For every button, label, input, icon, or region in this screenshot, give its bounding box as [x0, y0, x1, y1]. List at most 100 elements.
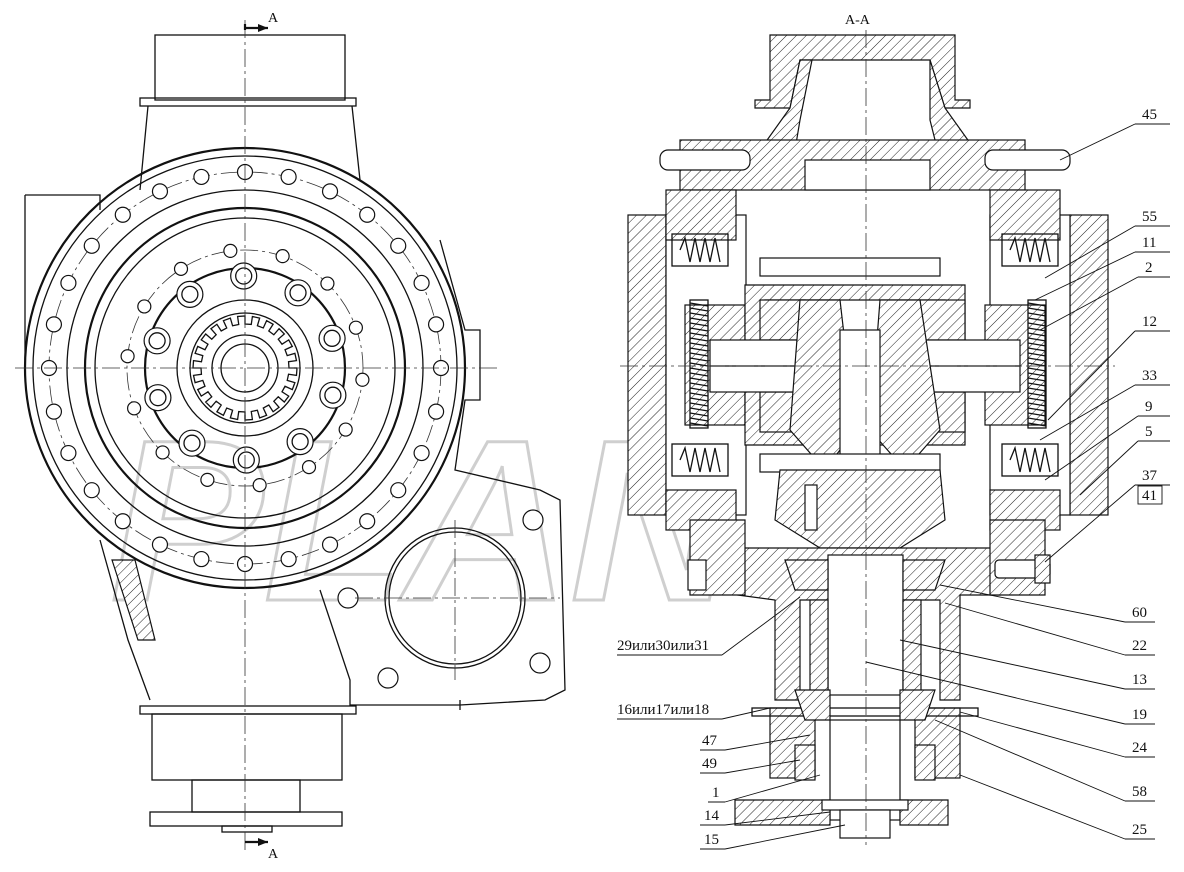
callout-2: 2 — [1039, 260, 1170, 331]
bolt-head — [143, 327, 171, 355]
tooth — [689, 372, 709, 377]
tooth — [1027, 322, 1047, 327]
tooth — [1027, 402, 1047, 407]
tooth — [1027, 417, 1047, 422]
callouts: 45 55 11 2 12 33 9 5 — [617, 107, 1170, 850]
bolt-hole — [45, 403, 63, 420]
bolt-hole — [355, 372, 370, 387]
callout-19: 19 — [865, 661, 1155, 725]
spring — [679, 235, 721, 263]
tooth — [689, 362, 709, 367]
tooth — [689, 417, 709, 422]
bolt-hole — [390, 482, 407, 499]
svg-text:60: 60 — [1132, 605, 1147, 621]
tooth — [1027, 342, 1047, 347]
svg-text:33: 33 — [1142, 368, 1157, 384]
bolt-hole — [173, 261, 189, 276]
tooth — [689, 352, 709, 357]
spring-housing — [1001, 443, 1059, 477]
bolt-head — [318, 324, 346, 352]
bolt-hole — [137, 299, 152, 314]
tooth — [689, 397, 709, 402]
section-title: А-А — [845, 13, 871, 28]
tooth — [1027, 377, 1047, 382]
callout-24: 24 — [959, 711, 1155, 758]
callout-45: 45 — [1059, 107, 1170, 161]
callout-22: 22 — [944, 602, 1155, 656]
svg-text:37: 37 — [1142, 468, 1158, 484]
spring — [679, 445, 721, 473]
tooth — [1027, 397, 1047, 402]
tooth — [689, 357, 709, 362]
bolt-hole — [200, 472, 215, 487]
bolt-hole — [427, 403, 445, 420]
svg-text:29или30или31: 29или30или31 — [617, 638, 709, 654]
springs — [671, 233, 1059, 477]
inner-bolt-holes — [120, 243, 370, 493]
bolt-head-inner — [289, 284, 307, 302]
svg-text:41: 41 — [1142, 488, 1157, 504]
callout-14: 14 — [700, 808, 831, 826]
svg-text:22: 22 — [1132, 638, 1147, 654]
bolt-head — [284, 279, 312, 307]
tooth — [689, 337, 709, 342]
tooth — [1027, 357, 1047, 362]
bolt-head-inner — [235, 267, 253, 285]
callout-49: 49 — [700, 756, 801, 774]
tooth — [1027, 382, 1047, 387]
tooth — [689, 407, 709, 412]
svg-text:19: 19 — [1132, 707, 1147, 723]
tooth — [689, 392, 709, 397]
tooth — [689, 317, 709, 322]
bolt-hole — [252, 477, 267, 493]
callout-41: 41 — [1137, 485, 1163, 505]
tooth — [1027, 362, 1047, 367]
tooth — [1027, 302, 1047, 307]
bolt-hole — [348, 320, 363, 335]
bolt-hole — [60, 274, 77, 292]
spring-housing — [1001, 233, 1059, 267]
callout-13: 13 — [899, 639, 1155, 690]
callout-25: 25 — [959, 774, 1155, 840]
bolt-hole — [413, 274, 430, 292]
bolt-hole — [151, 536, 169, 553]
spring — [1009, 235, 1051, 263]
tooth — [689, 307, 709, 312]
callout-58: 58 — [934, 719, 1155, 802]
bolt-hole — [301, 460, 317, 475]
tooth — [689, 367, 709, 372]
callout-15: 15 — [700, 824, 846, 850]
bolt-hole — [193, 168, 210, 186]
tooth — [1027, 392, 1047, 397]
callout-11: 11 — [1034, 235, 1170, 301]
tooth — [689, 322, 709, 327]
svg-text:1: 1 — [712, 785, 720, 801]
svg-text:11: 11 — [1142, 235, 1156, 251]
bolt-hole — [427, 316, 445, 333]
callout-37: 37 — [1044, 468, 1170, 563]
bolt-hole — [223, 243, 238, 259]
bolt-head-inner — [183, 434, 201, 452]
bolt-head-inner — [323, 329, 341, 347]
tooth — [1027, 387, 1047, 392]
tooth — [689, 342, 709, 347]
bolt-hole — [127, 401, 142, 416]
bolt-hole — [60, 444, 77, 462]
callout-12: 12 — [1047, 314, 1170, 421]
bolt-hole — [193, 550, 210, 568]
tooth — [1027, 337, 1047, 342]
bolt-hole — [338, 422, 353, 437]
callout-60: 60 — [939, 584, 1155, 623]
bolt-hole — [280, 168, 297, 186]
tooth — [1027, 327, 1047, 332]
svg-text:15: 15 — [704, 832, 719, 848]
bolt-hole — [321, 183, 339, 200]
callout-16: 16или17или18 — [617, 702, 771, 720]
svg-text:24: 24 — [1132, 740, 1148, 756]
tooth — [1027, 407, 1047, 412]
svg-text:47: 47 — [702, 733, 718, 749]
bolt-hole — [390, 237, 407, 254]
bolt-hole — [320, 276, 335, 291]
tooth — [1027, 367, 1047, 372]
